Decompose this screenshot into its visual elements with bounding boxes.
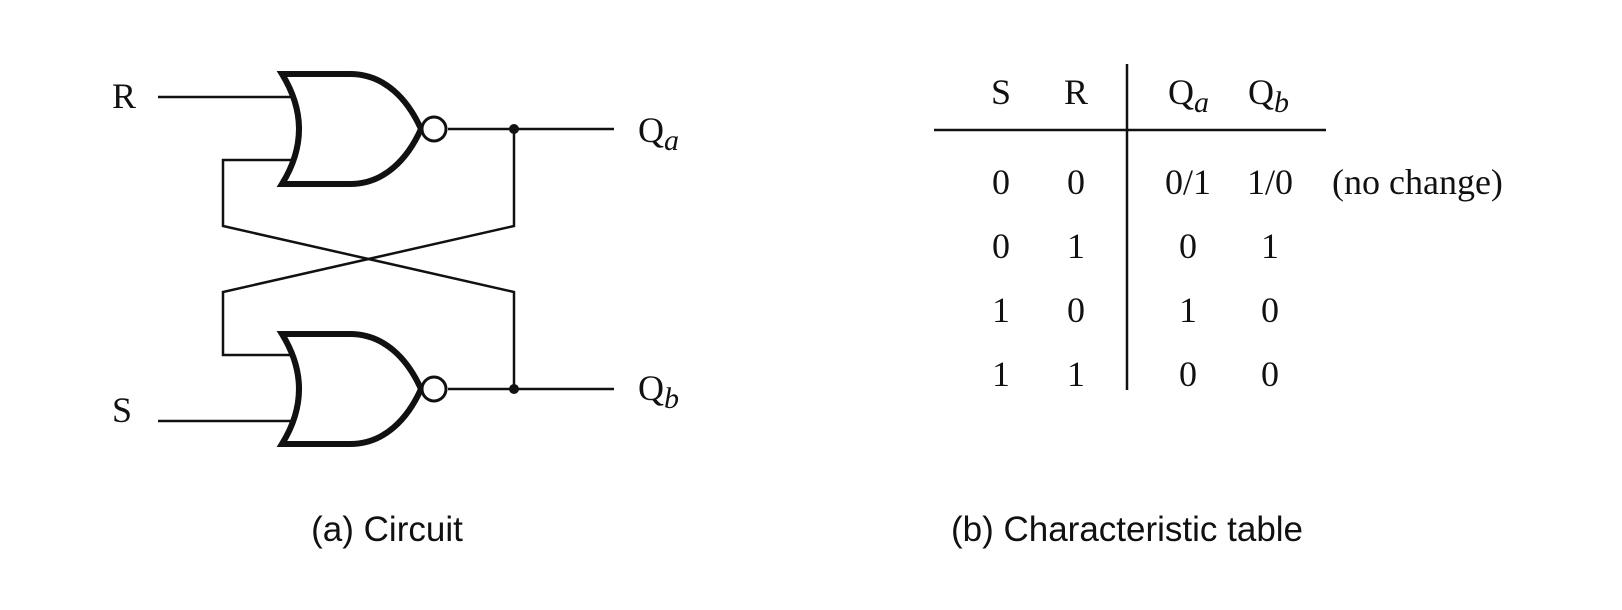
table-cell-qb: 0: [1261, 290, 1279, 330]
table-cell-r: 0: [1067, 290, 1085, 330]
table-cell-s: 0: [992, 162, 1010, 202]
nor-gate-bottom: [276, 331, 425, 447]
wire-feedback-bottom-gate: [221, 129, 516, 357]
nor-gate-top: [276, 71, 425, 187]
table-cell-qa: 0: [1179, 354, 1197, 394]
table-header-r: R: [1064, 72, 1088, 112]
table-cell-qb: 0: [1261, 354, 1279, 394]
table-caption: (b) Characteristic table: [951, 510, 1303, 549]
table-cell-s: 1: [992, 354, 1010, 394]
table-cell-qa: 1: [1179, 290, 1197, 330]
input-r-label: R: [112, 76, 136, 116]
table-header-qa: Qa: [1168, 72, 1209, 119]
table-header-qb: Qb: [1248, 72, 1289, 119]
wire-feedback-top-gate: [221, 158, 516, 389]
nor-bubble-bottom: [420, 375, 448, 403]
table-header-s: S: [991, 72, 1011, 112]
table-cell-qa: 0: [1179, 226, 1197, 266]
table-cell-s: 1: [992, 290, 1010, 330]
circuit: R S Qa Qb (a) Circuit: [112, 71, 679, 549]
output-qa-label: Qa: [638, 110, 679, 157]
junction-dot-bottom: [509, 384, 519, 394]
table-cell-qa: 0/1: [1165, 162, 1211, 202]
junction-dot-top: [509, 124, 519, 134]
table-cell-qb: 1: [1261, 226, 1279, 266]
nor-bubble-top: [420, 115, 448, 143]
output-qb-label: Qb: [638, 368, 679, 415]
input-s-label: S: [112, 390, 132, 430]
table-cell-r: 0: [1067, 162, 1085, 202]
table-row-note: (no change): [1332, 162, 1503, 202]
table-cell-qb: 1/0: [1247, 162, 1293, 202]
table-cell-s: 0: [992, 226, 1010, 266]
circuit-caption: (a) Circuit: [311, 510, 463, 549]
table-cell-r: 1: [1067, 226, 1085, 266]
table-cell-r: 1: [1067, 354, 1085, 394]
characteristic-table: S R Qa Qb 0 0 0/1 1/0 (no change) 0 1 0 …: [934, 64, 1503, 549]
